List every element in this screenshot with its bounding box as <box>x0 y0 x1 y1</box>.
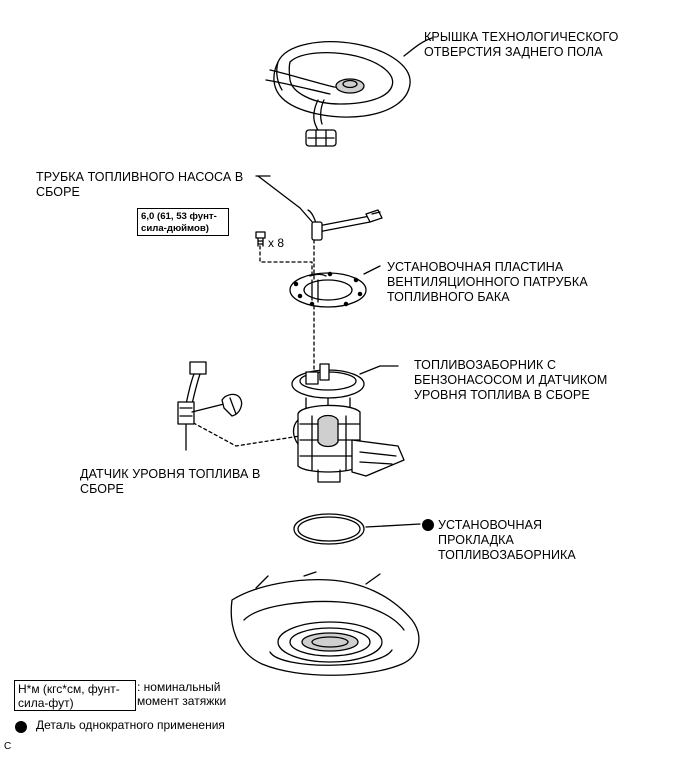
guide-lines <box>187 239 315 447</box>
legend-non-reusable-text: Деталь однократного применения <box>36 718 225 732</box>
figure-code: C <box>4 741 12 752</box>
torque-spec-box: 6,0 (61, 53 фунт-сила-дюймов) <box>137 208 229 236</box>
service-hole-cover <box>265 37 433 147</box>
leader-lines <box>185 175 399 451</box>
legend-non-reusable-dot <box>15 721 27 733</box>
legend-torque-units: Н*м (кгс*см, фунт-сила-фут) <box>14 680 136 711</box>
fuel-suction-tube-assembly <box>291 363 405 483</box>
fuel-suction-tube-gasket <box>293 513 421 545</box>
vent-tube-setting-plate <box>289 271 367 308</box>
bolt <box>255 231 313 281</box>
fuel-tank <box>230 571 420 676</box>
fuel-pump-tube <box>257 175 383 241</box>
fuel-sender-gauge <box>177 361 243 425</box>
non-reusable-part-dot <box>422 519 434 531</box>
bolt-quantity: x 8 <box>268 236 285 250</box>
